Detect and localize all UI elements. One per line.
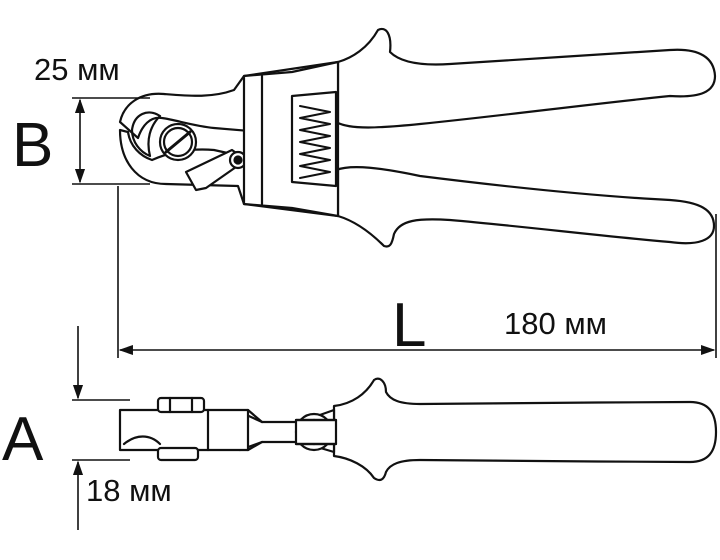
l-value-label: 180 мм xyxy=(504,306,607,341)
top-bolt-head xyxy=(156,396,206,414)
dimension-l xyxy=(117,186,717,358)
dimension-a xyxy=(72,326,130,530)
cutter-top-view xyxy=(118,377,718,482)
a-letter: A xyxy=(2,405,44,474)
cutter-side-view xyxy=(118,27,717,248)
upper-handle xyxy=(334,27,717,129)
jaw-bore xyxy=(130,111,162,158)
a-value-label: 18 мм xyxy=(86,473,172,508)
top-nut xyxy=(156,446,200,462)
top-handle xyxy=(332,377,718,482)
l-letter: L xyxy=(392,291,426,360)
spring xyxy=(299,105,331,179)
b-value-label: 25 мм xyxy=(34,52,120,87)
lower-handle xyxy=(334,166,716,248)
top-jaw-notch xyxy=(122,435,162,446)
dimension-b xyxy=(72,97,150,185)
b-letter: B xyxy=(12,111,53,180)
top-head-block xyxy=(118,408,250,452)
